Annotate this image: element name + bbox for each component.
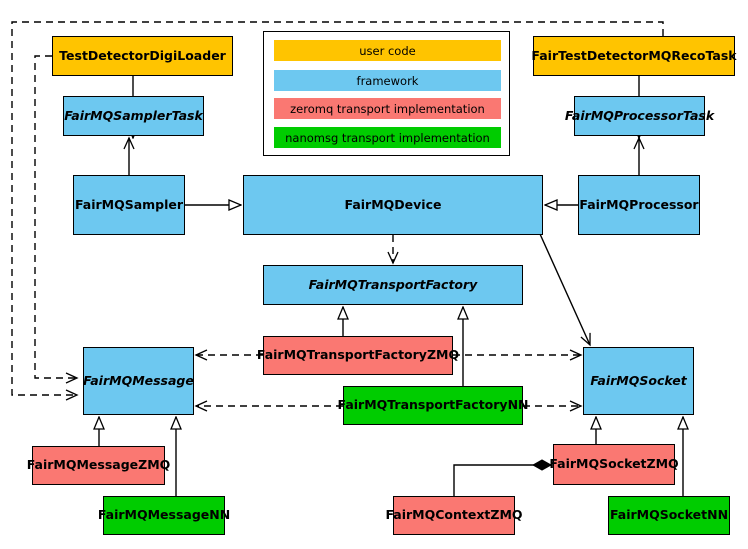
class-node-fairmqprocessortask[interactable]: FairMQProcessorTask bbox=[565, 96, 714, 136]
class-node-fairtestdetectormqrecotask[interactable]: FairTestDetectorMQRecoTask bbox=[531, 36, 737, 76]
class-label: FairMQMessageNN bbox=[97, 507, 231, 523]
edge-socketzmq-composition-contextzmq bbox=[453, 465, 551, 496]
class-node-fairmqmessagezmq[interactable]: FairMQMessageZMQ bbox=[27, 446, 170, 485]
edge-recotask-to-message bbox=[11, 21, 664, 401]
edge-device-to-socket bbox=[539, 233, 591, 347]
class-label: FairMQProcessorTask bbox=[564, 107, 715, 123]
class-label: FairMQTransportFactoryZMQ bbox=[256, 347, 460, 363]
class-label: FairTestDetectorMQRecoTask bbox=[531, 47, 737, 63]
class-label: FairMQContextZMQ bbox=[385, 507, 523, 523]
legend-label-user-code: user code bbox=[359, 43, 416, 58]
legend-item-nanomsg: nanomsg transport implementation bbox=[274, 127, 501, 148]
legend-item-framework: framework bbox=[274, 70, 501, 91]
class-label: FairMQSocketNN bbox=[609, 507, 729, 523]
legend-item-zeromq: zeromq transport implementation bbox=[274, 98, 501, 119]
class-label: FairMQMessage bbox=[83, 372, 194, 388]
class-node-fairmqtransportfactory[interactable]: FairMQTransportFactory bbox=[263, 265, 523, 305]
legend-label-framework: framework bbox=[356, 73, 419, 88]
class-label: FairMQSocketZMQ bbox=[549, 456, 679, 472]
class-node-fairmqsocket[interactable]: FairMQSocket bbox=[583, 347, 694, 415]
legend-label-zeromq: zeromq transport implementation bbox=[290, 101, 485, 116]
class-node-fairmqprocessor[interactable]: FairMQProcessor bbox=[578, 175, 700, 235]
class-node-fairmqtransportfactoryzmq[interactable]: FairMQTransportFactoryZMQ bbox=[257, 336, 459, 375]
class-node-fairmqsocketzmq[interactable]: FairMQSocketZMQ bbox=[549, 444, 679, 485]
class-node-fairmqmessage[interactable]: FairMQMessage bbox=[83, 347, 194, 415]
legend: user code framework zeromq transport imp… bbox=[263, 31, 510, 156]
class-node-fairmqsampler[interactable]: FairMQSampler bbox=[73, 175, 185, 235]
class-node-fairmqtransportfactorynn[interactable]: FairMQTransportFactoryNN bbox=[338, 386, 529, 425]
class-label: FairMQSamplerTask bbox=[64, 107, 203, 123]
class-node-fairmqsocketnn[interactable]: FairMQSocketNN bbox=[608, 496, 730, 535]
legend-item-user-code: user code bbox=[274, 40, 501, 61]
class-node-testdetectordigiloader[interactable]: TestDetectorDigiLoader bbox=[52, 36, 233, 76]
class-node-fairmqcontextzmq[interactable]: FairMQContextZMQ bbox=[385, 496, 523, 535]
class-label: FairMQMessageZMQ bbox=[26, 457, 171, 473]
class-node-fairmqmessagenn[interactable]: FairMQMessageNN bbox=[98, 496, 230, 535]
class-node-fairmqdevice[interactable]: FairMQDevice bbox=[243, 175, 543, 235]
legend-label-nanomsg: nanomsg transport implementation bbox=[285, 130, 490, 145]
class-node-fairmqsamplertask[interactable]: FairMQSamplerTask bbox=[63, 96, 204, 136]
class-label: FairMQSampler bbox=[74, 196, 184, 212]
edge-digiloader-to-message bbox=[34, 55, 79, 384]
class-label: TestDetectorDigiLoader bbox=[59, 47, 226, 63]
class-label: FairMQProcessor bbox=[579, 196, 699, 212]
class-label: FairMQTransportFactory bbox=[308, 276, 478, 292]
class-label: FairMQSocket bbox=[590, 372, 687, 388]
class-label: FairMQDevice bbox=[344, 196, 442, 212]
class-label: FairMQTransportFactoryNN bbox=[337, 397, 529, 413]
